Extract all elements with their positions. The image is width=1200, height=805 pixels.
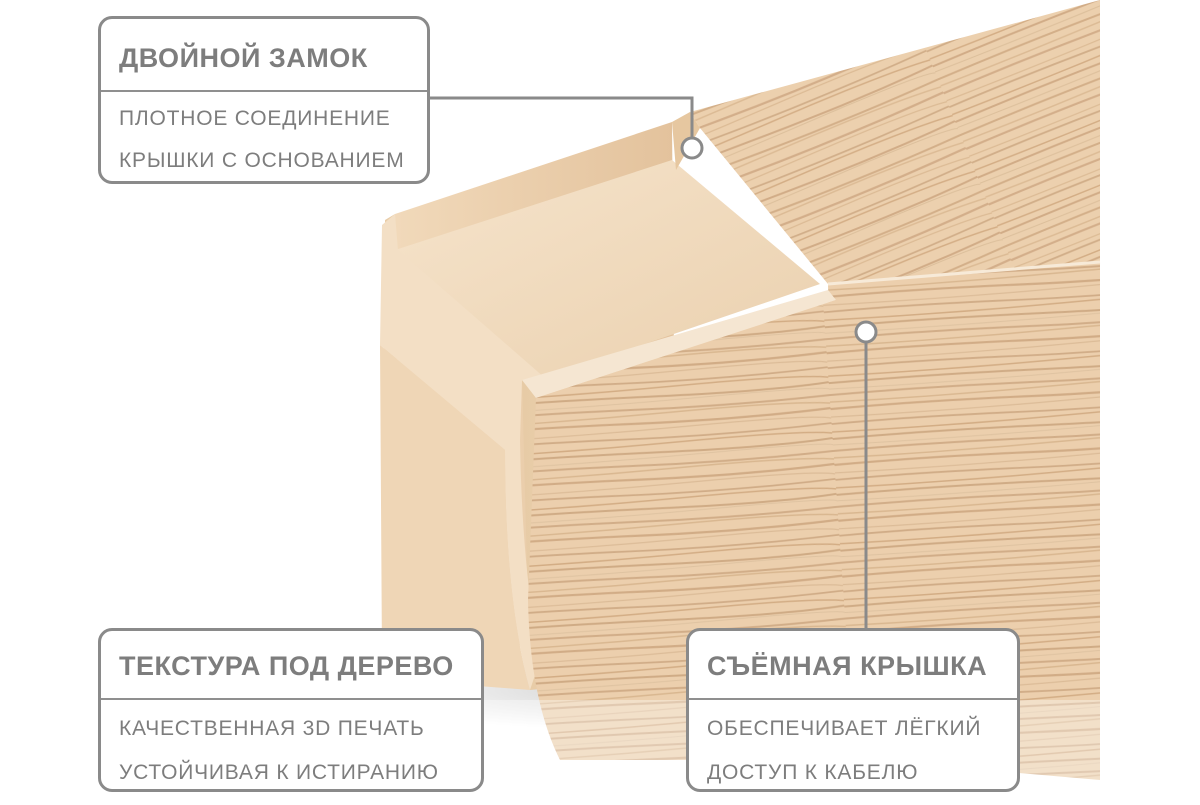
callout-removable-cover: СЪЁМНАЯ КРЫШКА ОБЕСПЕЧИВАЕТ ЛЁГКИЙ ДОСТУ… xyxy=(686,628,1020,792)
callout-wood-line2: УСТОЙЧИВАЯ К ИСТИРАНИЮ xyxy=(119,761,439,784)
cover-seam xyxy=(827,260,1101,286)
callout-wood-texture: ТЕКСТУРА ПОД ДЕРЕВО КАЧЕСТВЕННАЯ 3D ПЕЧА… xyxy=(98,628,484,792)
callout-cover-divider xyxy=(689,698,1017,700)
callout-cover-title: СЪЁМНАЯ КРЫШКА xyxy=(707,651,988,681)
base-front-face xyxy=(380,345,530,690)
callout-cover-line1: ОБЕСПЕЧИВАЕТ ЛЁГКИЙ xyxy=(707,717,982,740)
cover-edge-highlight xyxy=(522,290,836,398)
callout-double-lock: ДВОЙНОЙ ЗАМОК ПЛОТНОЕ СОЕДИНЕНИЕ КРЫШКИ … xyxy=(98,16,430,184)
callout-lock-line2: КРЫШКИ С ОСНОВАНИЕМ xyxy=(119,149,405,172)
callout-wood-title: ТЕКСТУРА ПОД ДЕРЕВО xyxy=(119,651,454,681)
base-profile-edge xyxy=(380,214,545,690)
callout-lock-line1: ПЛОТНОЕ СОЕДИНЕНИЕ xyxy=(119,107,391,130)
callout-wood-divider xyxy=(101,698,481,700)
base-inner-top xyxy=(395,160,820,378)
leader-line-lock xyxy=(430,96,694,148)
callout-cover-line2: ДОСТУП К КАБЕЛЮ xyxy=(707,761,919,784)
callout-lock-divider xyxy=(101,90,427,92)
callout-wood-line1: КАЧЕСТВЕННАЯ 3D ПЕЧАТЬ xyxy=(119,717,425,740)
callout-lock-title: ДВОЙНОЙ ЗАМОК xyxy=(119,43,368,73)
cover-top-face xyxy=(690,0,1100,284)
lock-marker-dot xyxy=(680,136,704,160)
cover-marker-dot xyxy=(854,320,878,344)
